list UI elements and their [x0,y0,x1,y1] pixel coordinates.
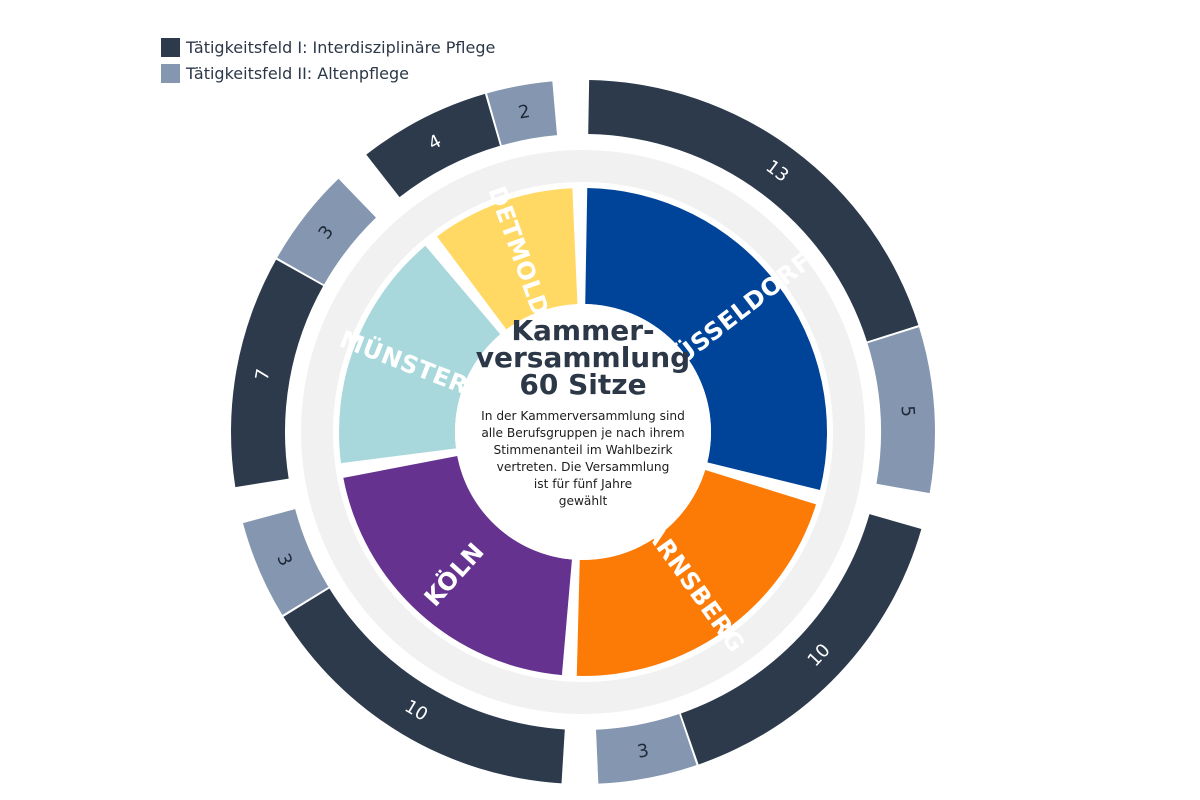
outer-segment-detmold-interdisziplinaer [366,93,500,198]
region-duesseldorf [585,188,827,490]
inner-ring [338,188,827,676]
outer-segment-koeln-interdisziplinaer [283,588,565,784]
legend-label: Tätigkeitsfeld I: Interdisziplinäre Pfle… [186,37,496,57]
center-disc [455,304,711,560]
value-label-muenster-dark: 7 [252,367,275,382]
value-label-detmold-light: 2 [517,101,532,124]
outer-ring [231,80,935,784]
outer-segment-duesseldorf-interdisziplinaer [588,80,919,342]
value-label-duesseldorf-light: 5 [896,405,918,418]
region-detmold [437,188,578,330]
outer-segment-koeln-altenpflege [242,509,329,616]
outer-segment-muenster-interdisziplinaer [231,259,324,488]
region-arnsberg [576,469,817,676]
legend-swatch-dark [161,37,180,57]
legend-item-taetigkeitsfeld-2: Tätigkeitsfeld II: Altenpflege [161,60,495,86]
outer-segment-muenster-altenpflege [277,178,376,285]
outer-segment-detmold-altenpflege [487,81,558,146]
value-label-arnsberg-light: 3 [636,740,651,763]
legend-item-taetigkeitsfeld-1: Tätigkeitsfeld I: Interdisziplinäre Pfle… [161,34,495,60]
outer-segment-arnsberg-altenpflege [595,714,697,784]
legend-label: Tätigkeitsfeld II: Altenpflege [186,63,409,83]
legend-swatch-light [161,63,180,83]
outer-segment-duesseldorf-altenpflege [867,327,935,494]
legend: Tätigkeitsfeld I: Interdisziplinäre Pfle… [161,34,495,86]
region-muenster [338,245,501,464]
outer-segment-arnsberg-interdisziplinaer [680,514,922,765]
region-koeln [343,456,572,676]
